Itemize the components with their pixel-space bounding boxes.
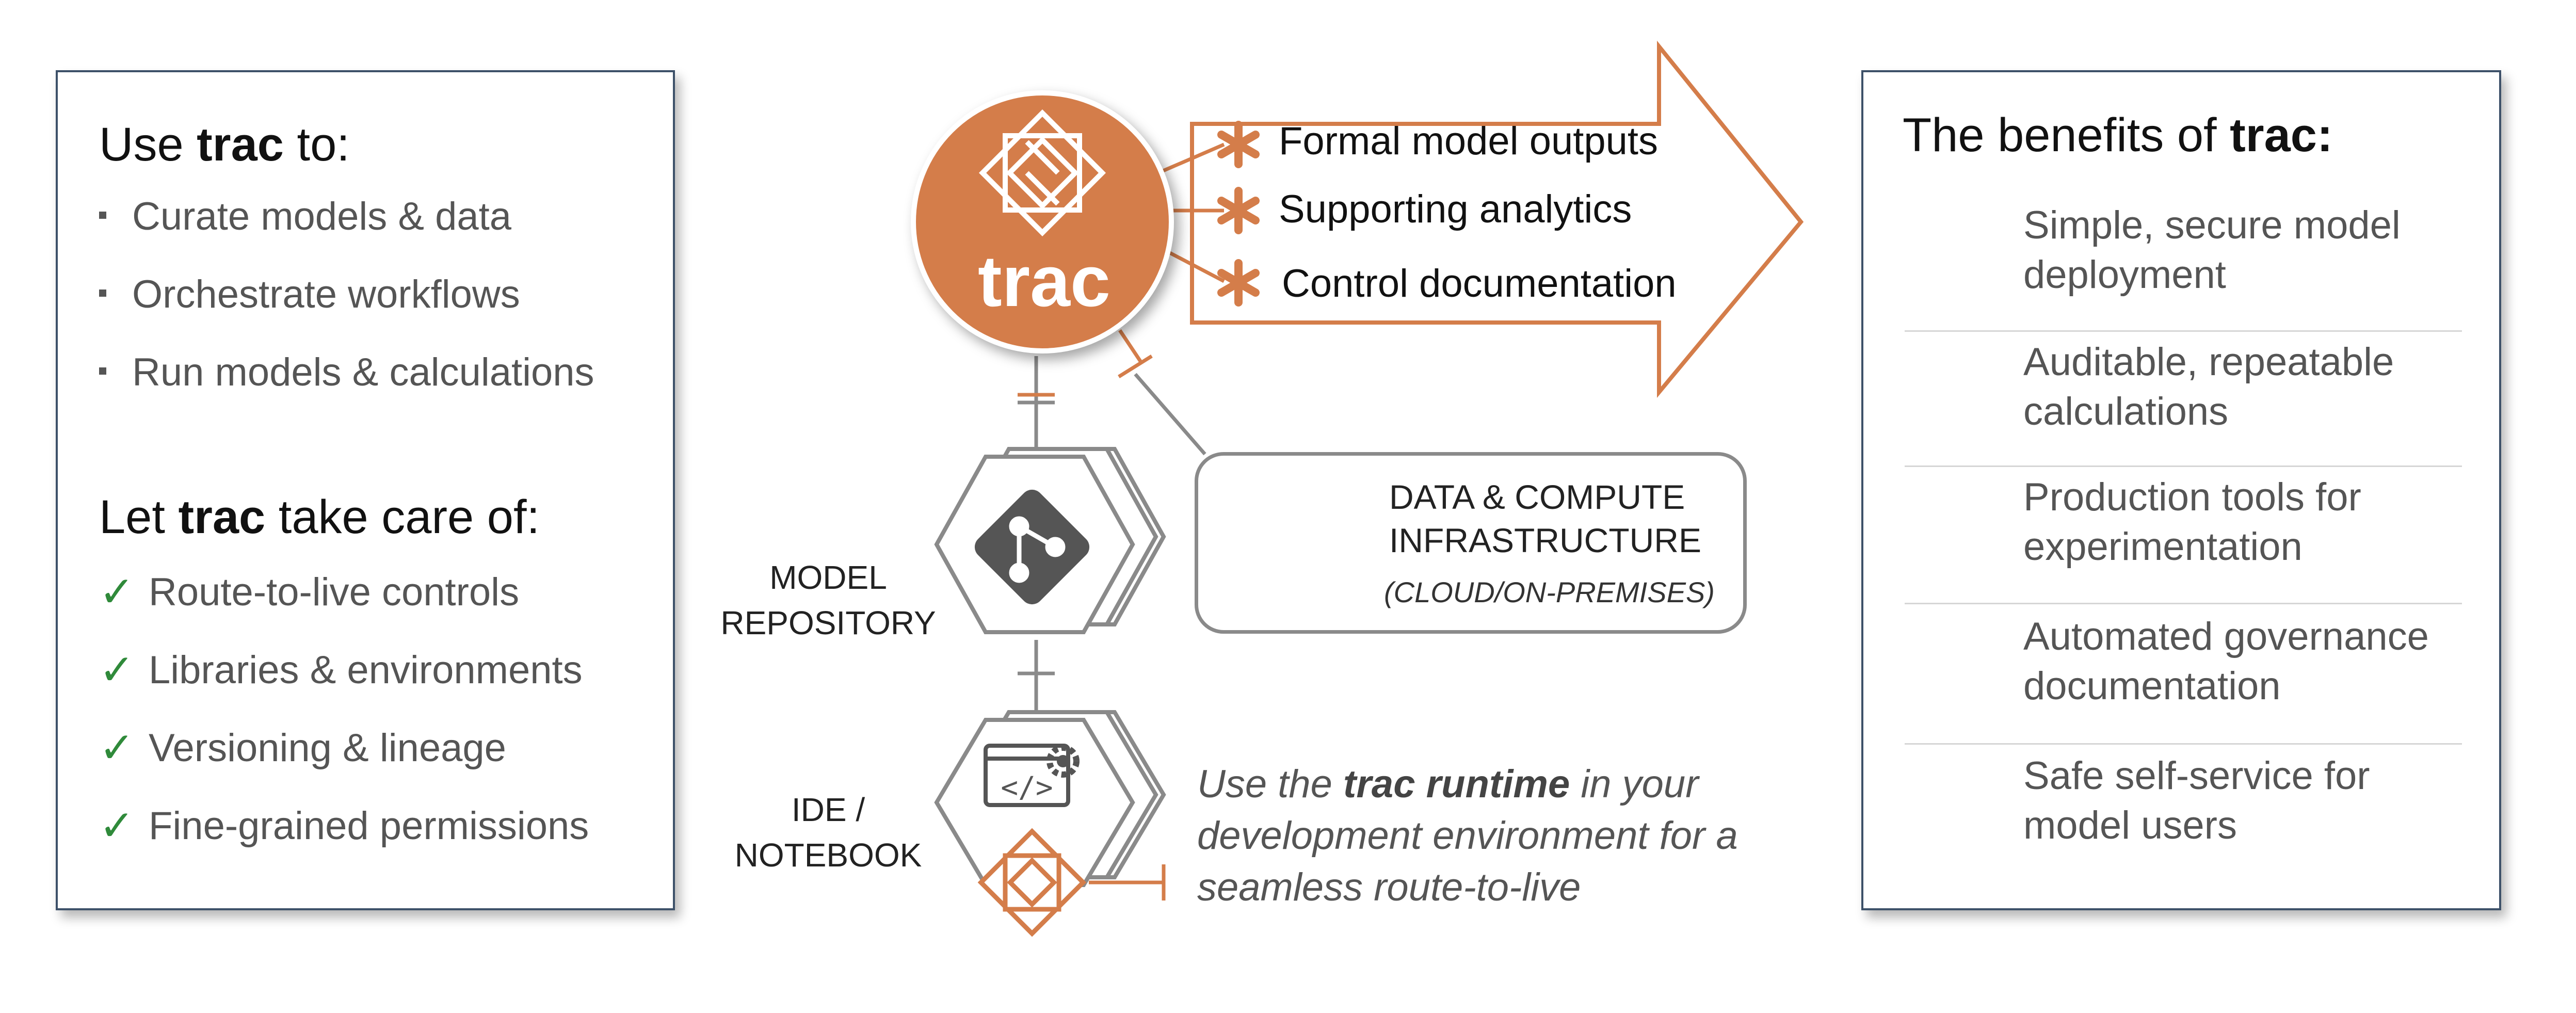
repo-connector	[1018, 356, 1055, 454]
benefits-heading: The benefits of trac:	[1903, 109, 2333, 162]
check-icon: ✓	[99, 569, 135, 616]
bullet-icon	[99, 212, 106, 219]
bullet-icon	[99, 290, 106, 297]
infra-box: DATA & COMPUTE INFRASTRUCTURE (CLOUD/ON-…	[1195, 452, 1747, 634]
infra-connector	[1118, 329, 1206, 456]
left-panel: Use trac to: Curate models & data Orches…	[56, 70, 675, 910]
check-icon: ✓	[99, 725, 135, 771]
output-label: Formal model outputs	[1279, 119, 1658, 163]
ide-connector	[1018, 640, 1055, 712]
take-care-heading: Let trac take care of:	[99, 491, 540, 543]
asterisk-icon	[1217, 259, 1260, 307]
asterisk-icon	[1217, 187, 1260, 234]
output-label: Supporting analytics	[1279, 187, 1632, 231]
check-icon: ✓	[99, 647, 135, 694]
outputs-arrow	[1190, 40, 1804, 398]
code-window-icon	[984, 744, 1070, 807]
divider	[1905, 603, 2462, 604]
infra-title-line1: DATA & COMPUTE	[1389, 478, 1685, 516]
right-panel: The benefits of trac: Simple, secure mod…	[1861, 70, 2501, 910]
divider	[1905, 743, 2462, 745]
infra-subtitle: (CLOUD/ON-PREMISES)	[1384, 576, 1715, 608]
check-icon: ✓	[99, 802, 135, 849]
trac-logo-circle	[911, 90, 1174, 353]
trac-knot-icon	[978, 109, 1106, 237]
gear-small-icon	[1046, 745, 1080, 778]
ide-notebook-label: IDE /NOTEBOOK	[734, 791, 922, 874]
git-branch-icon	[1009, 516, 1066, 583]
code-symbol-icon: </>	[1001, 771, 1053, 805]
divider	[1905, 330, 2462, 332]
divider	[1905, 465, 2462, 467]
bullet-icon	[99, 367, 106, 375]
trac-runtime-icon	[977, 828, 1087, 937]
use-trac-heading: Use trac to:	[99, 118, 350, 171]
trac-logo-text: trac	[978, 240, 1110, 321]
asterisk-icon	[1217, 121, 1260, 168]
runtime-note: Use the trac runtime in your development…	[1197, 762, 1738, 909]
output-label: Control documentation	[1282, 262, 1677, 305]
git-icon	[974, 489, 1090, 605]
output-stars	[1217, 121, 1260, 307]
runtime-connector	[1089, 864, 1166, 901]
infra-title-line2: INFRASTRUCTURE	[1389, 521, 1701, 559]
